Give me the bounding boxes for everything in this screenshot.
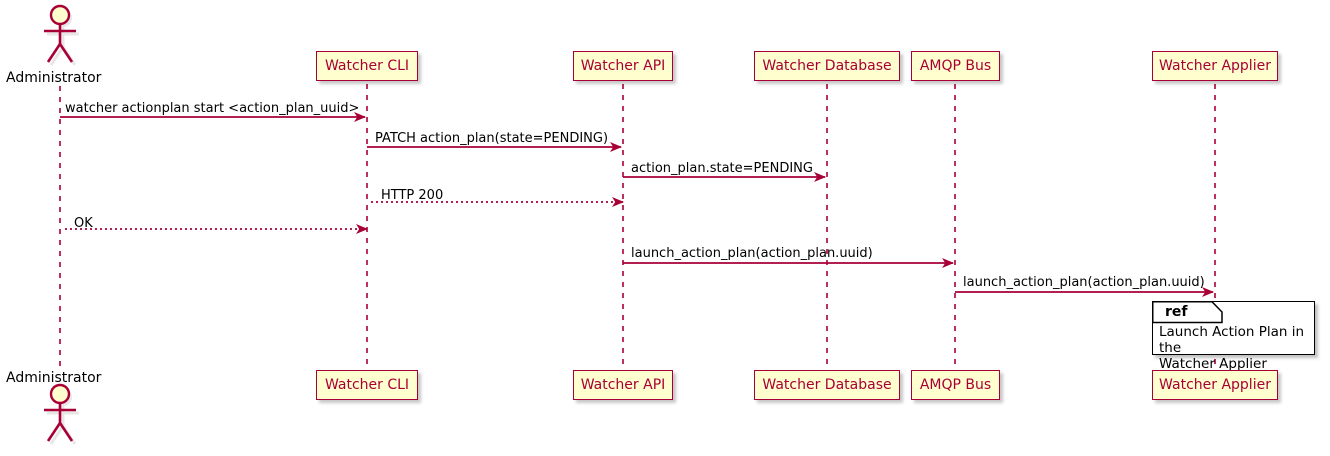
- participant-box-watcher-cli-top[interactable]: Watcher CLI: [316, 51, 418, 81]
- actor-administrator-top: [44, 4, 79, 66]
- participant-label-watcher-cli-top: Watcher CLI: [324, 58, 410, 74]
- participant-label-watcher-applier-top: Watcher Applier: [1159, 58, 1271, 74]
- participant-label-watcher-database-top: Watcher Database: [762, 58, 892, 74]
- participant-box-watcher-applier-bottom[interactable]: Watcher Applier: [1152, 370, 1278, 400]
- message-label-6: launch_action_plan(action_plan.uuid): [631, 246, 873, 261]
- ref-tab-shape: [1151, 300, 1223, 323]
- participant-label-watcher-applier-bottom: Watcher Applier: [1159, 377, 1271, 393]
- actor-label-administrator-bottom: Administrator: [6, 370, 102, 386]
- actor-administrator-bottom: [44, 383, 79, 445]
- ref-operator-label: ref: [1165, 304, 1188, 320]
- message-label-4: HTTP 200: [381, 188, 444, 203]
- participant-box-watcher-api-top[interactable]: Watcher API: [573, 51, 673, 81]
- participant-box-watcher-database-bottom[interactable]: Watcher Database: [754, 370, 900, 400]
- ref-body-text: Launch Action Plan in the Watcher Applie…: [1159, 324, 1314, 372]
- participant-label-watcher-cli-bottom: Watcher CLI: [324, 377, 410, 393]
- participant-box-amqp-bus-bottom[interactable]: AMQP Bus: [911, 370, 1000, 400]
- ref-body-line-1: Launch Action Plan in the: [1159, 324, 1305, 356]
- participant-label-watcher-api-bottom: Watcher API: [580, 377, 666, 393]
- message-label-7: launch_action_plan(action_plan.uuid): [963, 275, 1205, 290]
- message-label-3: action_plan.state=PENDING: [631, 161, 813, 176]
- participant-box-watcher-applier-top[interactable]: Watcher Applier: [1152, 51, 1278, 81]
- message-label-1: watcher actionplan start <action_plan_uu…: [65, 101, 360, 116]
- participant-box-amqp-bus-top[interactable]: AMQP Bus: [911, 51, 1000, 81]
- participant-label-watcher-api-top: Watcher API: [580, 58, 666, 74]
- actor-label-administrator-top: Administrator: [6, 70, 102, 86]
- message-label-5: OK: [74, 216, 93, 231]
- participant-label-amqp-bus-top: AMQP Bus: [919, 58, 992, 74]
- participant-label-amqp-bus-bottom: AMQP Bus: [919, 377, 992, 393]
- ref-body-line-2: Watcher Applier: [1159, 356, 1267, 372]
- ref-fragment[interactable]: ref Launch Action Plan in the Watcher Ap…: [1151, 300, 1315, 372]
- participant-label-watcher-database-bottom: Watcher Database: [762, 377, 892, 393]
- participant-box-watcher-database-top[interactable]: Watcher Database: [754, 51, 900, 81]
- participant-box-watcher-api-bottom[interactable]: Watcher API: [573, 370, 673, 400]
- participant-box-watcher-cli-bottom[interactable]: Watcher CLI: [316, 370, 418, 400]
- message-label-2: PATCH action_plan(state=PENDING): [375, 131, 609, 146]
